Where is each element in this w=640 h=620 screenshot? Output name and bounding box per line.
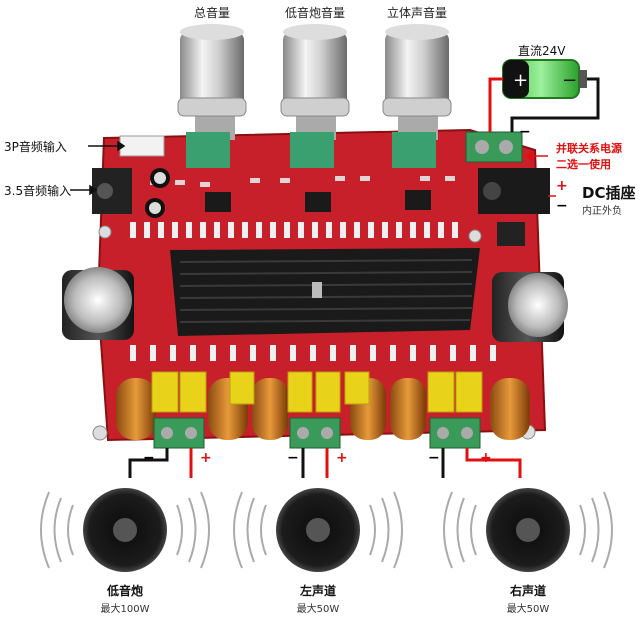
svg-text:+: + — [513, 70, 528, 91]
3.5mm-audio-jack[interactable] — [92, 168, 170, 218]
power-terminal[interactable] — [465, 131, 523, 163]
sign-minus-left: − — [287, 450, 299, 466]
speaker-left — [276, 488, 360, 572]
label-stereo-volume: 立体声音量 — [386, 6, 447, 20]
sound-waves — [40, 491, 613, 569]
knob-bass-volume[interactable] — [280, 24, 350, 168]
sign-minus-power: − — [519, 124, 531, 140]
speaker-right — [486, 488, 570, 572]
knob-master-volume[interactable] — [177, 24, 247, 168]
label-dc-24v: 直流24V — [518, 44, 566, 58]
sign-minus-right: − — [428, 450, 440, 466]
film-capacitors — [151, 371, 483, 413]
label-bass-volume: 低音炮音量 — [284, 6, 345, 20]
speaker-name-right: 右声道 — [509, 584, 546, 598]
speaker-name-left: 左声道 — [299, 584, 336, 598]
heatsink — [170, 248, 480, 336]
speaker-terminals[interactable] — [153, 417, 481, 449]
sign-minus-bass: − — [143, 450, 155, 466]
speaker-max-bass: 最大100W — [100, 604, 150, 615]
svg-text:−: − — [562, 70, 577, 91]
speaker-name-bass: 低音炮 — [106, 584, 143, 598]
label-3p-input: 3P音频输入 — [4, 140, 67, 154]
electrolytic-capacitor-right — [492, 272, 568, 342]
sign-plus-dc: + — [556, 178, 568, 194]
sign-minus-dc: − — [556, 198, 568, 214]
label-parallel-note-2: 二选一使用 — [556, 158, 611, 171]
speaker-bass — [83, 488, 167, 572]
knob-stereo-volume[interactable] — [382, 24, 452, 168]
speaker-max-right: 最大50W — [506, 604, 550, 615]
sign-plus-right: + — [480, 450, 492, 466]
battery-icon: + − — [502, 59, 587, 99]
electrolytic-capacitor-left — [62, 267, 134, 340]
dc-jack[interactable] — [478, 168, 550, 214]
label-dc-jack: DC插座 — [582, 184, 636, 202]
label-parallel-note-1: 并联关系电源 — [556, 142, 622, 155]
sign-plus-bass: + — [200, 450, 212, 466]
speaker-max-left: 最大50W — [296, 604, 340, 615]
label-master-volume: 总音量 — [193, 6, 230, 20]
label-35-input: 3.5音频输入 — [4, 184, 72, 198]
3p-audio-connector[interactable] — [119, 135, 165, 157]
sign-plus-left: + — [336, 450, 348, 466]
label-jack-polarity: 内正外负 — [582, 206, 622, 217]
